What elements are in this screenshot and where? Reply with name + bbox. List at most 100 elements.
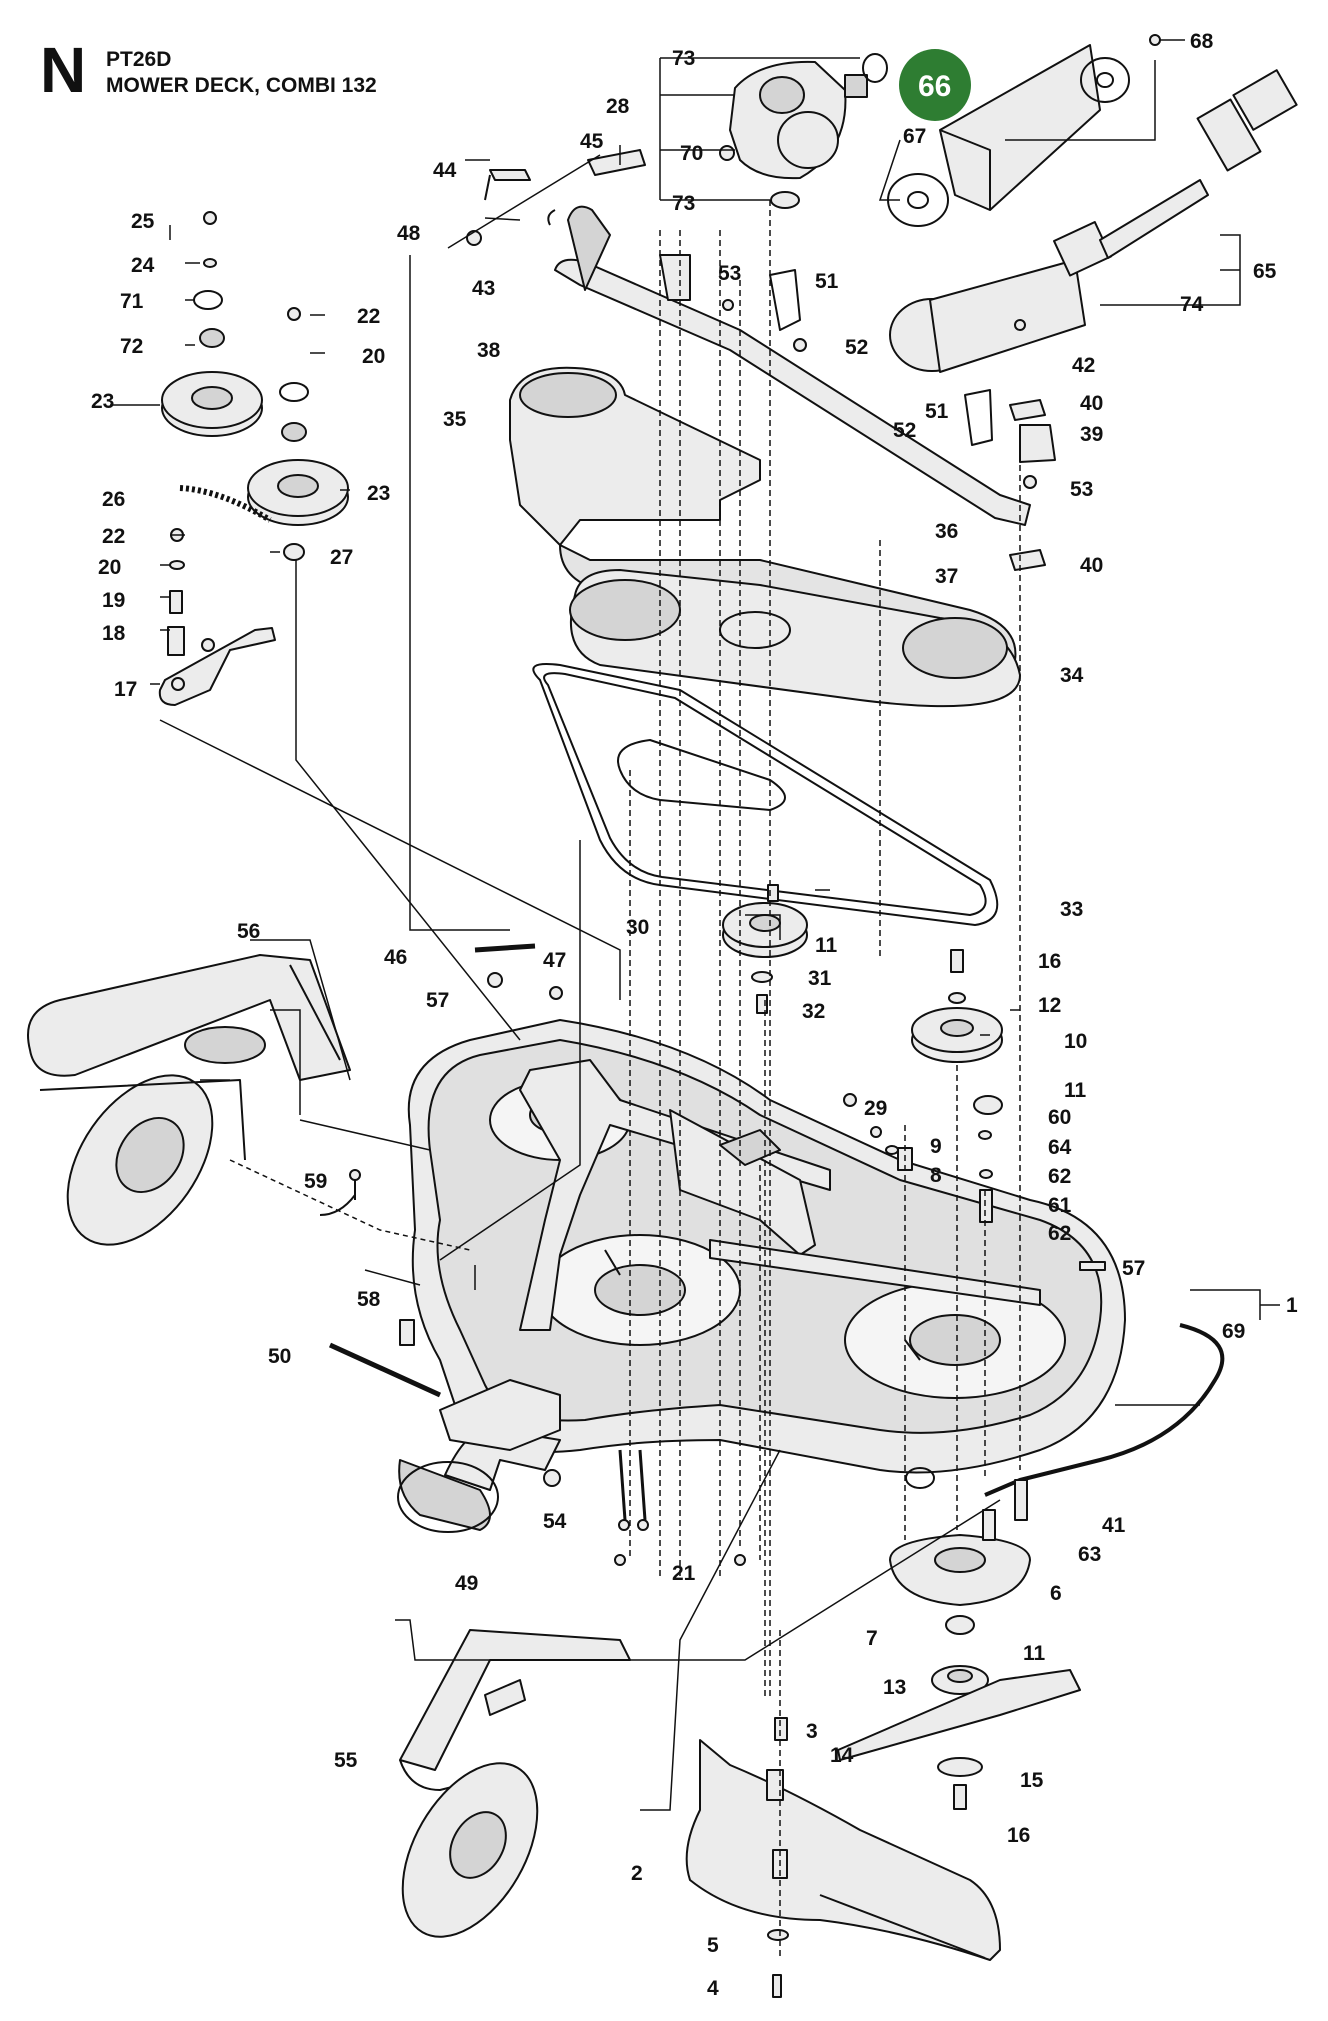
- callout-53-right[interactable]: 53: [1070, 478, 1093, 501]
- callout-3[interactable]: 3: [806, 1720, 818, 1743]
- callout-62-bottom[interactable]: 62: [1048, 1222, 1071, 1245]
- callout-61[interactable]: 61: [1048, 1194, 1072, 1217]
- callout-6[interactable]: 6: [1050, 1582, 1062, 1605]
- leader-lines: [110, 39, 1280, 1960]
- callout-19[interactable]: 19: [102, 589, 125, 612]
- callout-42[interactable]: 42: [1072, 354, 1095, 377]
- callout-68[interactable]: 68: [1190, 30, 1214, 53]
- callout-46[interactable]: 46: [384, 946, 407, 969]
- hardware-part: [319, 943, 1106, 1566]
- callout-20-bottom[interactable]: 20: [98, 556, 121, 579]
- callout-52-right[interactable]: 52: [893, 419, 916, 442]
- callout-2[interactable]: 2: [631, 1862, 643, 1885]
- callout-55[interactable]: 55: [334, 1749, 358, 1772]
- callout-47[interactable]: 47: [543, 949, 566, 972]
- callout-21[interactable]: 21: [672, 1562, 696, 1585]
- callout-11-bottom[interactable]: 11: [1023, 1642, 1046, 1665]
- callout-56[interactable]: 56: [237, 920, 260, 943]
- page-header: N PT26D MOWER DECK, COMBI 132: [0, 0, 600, 110]
- callout-41[interactable]: 41: [1102, 1514, 1126, 1537]
- callout-28[interactable]: 28: [606, 95, 630, 118]
- callout-4[interactable]: 4: [707, 1977, 719, 2000]
- callout-74[interactable]: 74: [1180, 293, 1204, 316]
- callout-24[interactable]: 24: [131, 254, 155, 277]
- callout-67[interactable]: 67: [903, 125, 926, 148]
- callout-58[interactable]: 58: [357, 1288, 381, 1311]
- callout-15[interactable]: 15: [1020, 1769, 1044, 1792]
- callout-12[interactable]: 12: [1038, 994, 1061, 1017]
- callout-7[interactable]: 7: [866, 1627, 878, 1650]
- callout-64[interactable]: 64: [1048, 1136, 1072, 1159]
- callout-17[interactable]: 17: [114, 678, 137, 701]
- callout-10[interactable]: 10: [1064, 1030, 1087, 1053]
- callout-73-bottom[interactable]: 73: [672, 192, 695, 215]
- callout-33[interactable]: 33: [1060, 898, 1083, 921]
- callout-43[interactable]: 43: [472, 277, 495, 300]
- callout-9[interactable]: 9: [930, 1135, 942, 1158]
- callout-11-top[interactable]: 11: [815, 934, 838, 957]
- callout-44[interactable]: 44: [433, 159, 457, 182]
- callout-51-right[interactable]: 51: [925, 400, 949, 423]
- section-letter: N: [40, 34, 87, 106]
- callout-31[interactable]: 31: [808, 967, 832, 990]
- callout-23-left[interactable]: 23: [91, 390, 114, 413]
- callout-40-top[interactable]: 40: [1080, 392, 1103, 415]
- lift-linkage-part: [466, 149, 1056, 571]
- caster-wheel-part: [27, 954, 351, 1246]
- callout-25[interactable]: 25: [131, 210, 155, 233]
- callout-60[interactable]: 60: [1048, 1106, 1071, 1129]
- callout-63[interactable]: 63: [1078, 1543, 1101, 1566]
- callout-32[interactable]: 32: [802, 1000, 825, 1023]
- callout-14[interactable]: 14: [830, 1744, 854, 1767]
- callout-27[interactable]: 27: [330, 546, 353, 569]
- page-title: MOWER DECK, COMBI 132: [106, 74, 377, 97]
- callout-57-left[interactable]: 57: [426, 989, 449, 1012]
- callout-labels: 66 73 28 70 73 68 67 45 44 48 43 38 25 2…: [91, 30, 1298, 2000]
- callout-57-right[interactable]: 57: [1122, 1257, 1145, 1280]
- callout-69[interactable]: 69: [1222, 1320, 1245, 1343]
- callout-8[interactable]: 8: [930, 1164, 942, 1187]
- callout-71[interactable]: 71: [120, 290, 144, 313]
- callout-30[interactable]: 30: [626, 916, 649, 939]
- callout-48[interactable]: 48: [397, 222, 421, 245]
- callout-20-top[interactable]: 20: [362, 345, 385, 368]
- callout-37[interactable]: 37: [935, 565, 958, 588]
- callout-39[interactable]: 39: [1080, 423, 1103, 446]
- mower-deck-housing-part: [407, 1019, 1225, 1497]
- callout-73-top[interactable]: 73: [672, 47, 695, 70]
- callout-1[interactable]: 1: [1286, 1294, 1298, 1317]
- callout-38[interactable]: 38: [477, 339, 501, 362]
- callout-40-bottom[interactable]: 40: [1080, 554, 1103, 577]
- callout-5[interactable]: 5: [707, 1934, 719, 1957]
- callout-65[interactable]: 65: [1253, 260, 1277, 283]
- callout-50[interactable]: 50: [268, 1345, 291, 1368]
- callout-52-top[interactable]: 52: [845, 336, 868, 359]
- callout-13[interactable]: 13: [883, 1676, 906, 1699]
- callout-11-mid[interactable]: 11: [1064, 1079, 1087, 1102]
- callout-16-top[interactable]: 16: [1038, 950, 1061, 973]
- callout-62-top[interactable]: 62: [1048, 1165, 1071, 1188]
- callout-53-top[interactable]: 53: [718, 262, 741, 285]
- callout-70[interactable]: 70: [680, 142, 703, 165]
- callout-36[interactable]: 36: [935, 520, 958, 543]
- callout-34[interactable]: 34: [1060, 664, 1084, 687]
- callout-49[interactable]: 49: [455, 1572, 478, 1595]
- callout-54[interactable]: 54: [543, 1510, 567, 1533]
- callout-29[interactable]: 29: [864, 1097, 887, 1120]
- shield-cover-part: [887, 34, 1161, 227]
- callout-18[interactable]: 18: [102, 622, 126, 645]
- callout-59[interactable]: 59: [304, 1170, 327, 1193]
- drive-shaft-part: [889, 69, 1298, 373]
- callout-22-bottom[interactable]: 22: [102, 525, 125, 548]
- callout-35[interactable]: 35: [443, 408, 467, 431]
- callout-23-right[interactable]: 23: [367, 482, 390, 505]
- callout-51-top[interactable]: 51: [815, 270, 839, 293]
- callout-72[interactable]: 72: [120, 335, 143, 358]
- callout-22-top[interactable]: 22: [357, 305, 380, 328]
- callout-26[interactable]: 26: [102, 488, 125, 511]
- highlighted-callout-66[interactable]: 66: [918, 70, 951, 103]
- callout-45[interactable]: 45: [580, 130, 604, 153]
- callout-16-bottom[interactable]: 16: [1007, 1824, 1030, 1847]
- model-code: PT26D: [106, 48, 172, 71]
